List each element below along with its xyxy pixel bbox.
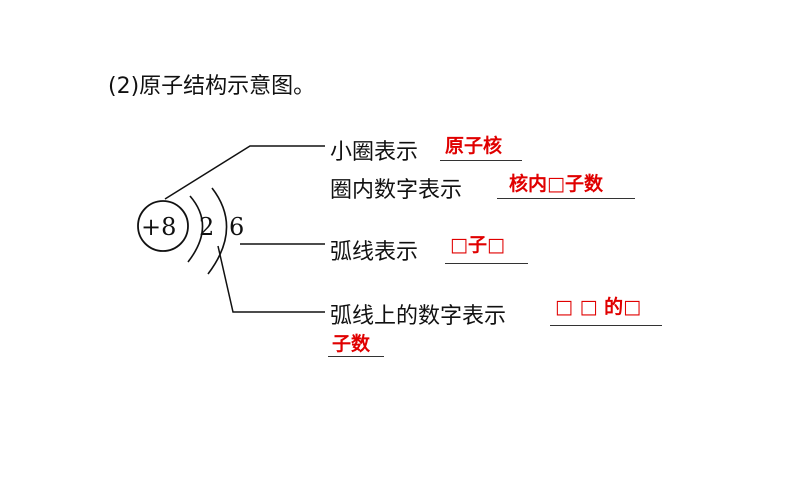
answer-blank-3 xyxy=(445,263,528,264)
label-arc-number: 弧线上的数字表示 xyxy=(330,304,507,329)
shell-electrons-2: 6 xyxy=(229,213,244,241)
page-title: (2)原子结构示意图。 xyxy=(108,74,316,99)
answer-blank-4a xyxy=(550,325,662,326)
leader-nucleus xyxy=(164,145,325,200)
answer-arc: □子□ xyxy=(450,234,505,256)
nucleus-charge: +8 xyxy=(141,213,176,241)
answer-arc-number-line2: 子数 xyxy=(332,333,371,355)
shell-arc-2 xyxy=(207,187,228,275)
label-small-circle: 小圈表示 xyxy=(330,140,419,165)
leader-shell-number xyxy=(217,245,325,313)
label-arc: 弧线表示 xyxy=(330,240,419,265)
answer-blank-1 xyxy=(440,160,522,161)
label-circle-number: 圈内数字表示 xyxy=(330,178,463,203)
shell-electrons-1: 2 xyxy=(199,213,214,241)
answer-small-circle: 原子核 xyxy=(445,135,503,157)
answer-blank-4b xyxy=(328,356,384,357)
answer-arc-number-line1: □ □ 的□ xyxy=(555,296,642,318)
answer-blank-2 xyxy=(497,198,635,199)
nucleus-circle xyxy=(137,200,189,252)
answer-circle-number: 核内□子数 xyxy=(509,173,603,195)
shell-arc-1 xyxy=(187,195,204,263)
